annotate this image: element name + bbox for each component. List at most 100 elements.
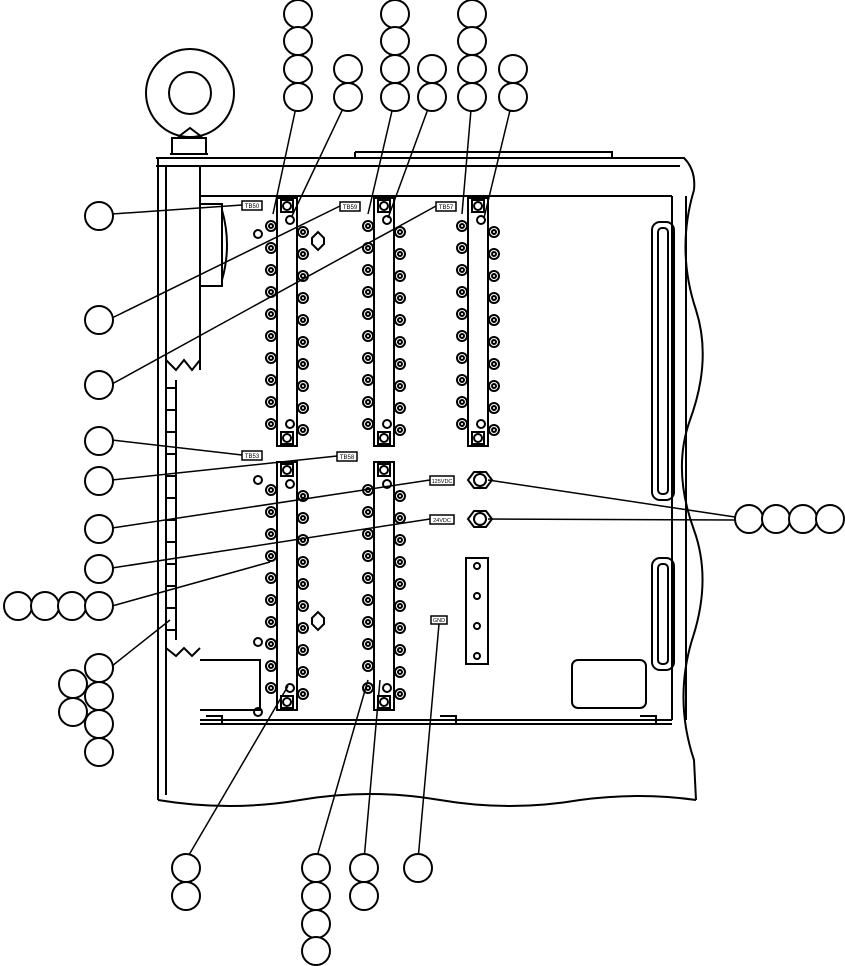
terminal-screw-right-center bbox=[300, 317, 306, 323]
terminal-screw-right bbox=[297, 556, 309, 568]
terminal-screw-left-center bbox=[459, 333, 465, 339]
terminal-screw-left bbox=[456, 330, 468, 342]
terminal-screw-left bbox=[362, 682, 374, 694]
terminal-screw-left-center bbox=[268, 509, 274, 515]
terminal-screw-left-center bbox=[365, 575, 371, 581]
terminal-screw-left bbox=[265, 308, 277, 320]
terminal-screw-right bbox=[488, 402, 500, 414]
terminal-screw-left bbox=[456, 418, 468, 430]
terminal-screw-right-center bbox=[300, 229, 306, 235]
terminal-screw-right-center bbox=[397, 625, 403, 631]
terminal-slot-screw bbox=[285, 215, 295, 225]
terminal-screw-right bbox=[297, 424, 309, 436]
callout-circles bbox=[3, 0, 845, 966]
terminal-blocks bbox=[265, 197, 500, 711]
terminal-screw-right bbox=[488, 380, 500, 392]
callout-circle bbox=[84, 514, 114, 544]
terminal-screw-left bbox=[265, 396, 277, 408]
terminal-screw-right bbox=[297, 578, 309, 590]
terminal-screw-right-center bbox=[397, 383, 403, 389]
terminal-screw-left-center bbox=[268, 421, 274, 427]
terminal-screw-left bbox=[456, 286, 468, 298]
terminal-screw-right-center bbox=[491, 229, 497, 235]
terminal-screw-right bbox=[488, 270, 500, 282]
callout-circle bbox=[349, 881, 379, 911]
terminal-strip bbox=[276, 461, 298, 711]
terminal-screw-right bbox=[297, 666, 309, 678]
terminal-screw-right-center bbox=[397, 361, 403, 367]
terminal-screw-right-center bbox=[300, 669, 306, 675]
terminal-screw-right-center bbox=[300, 647, 306, 653]
terminal-screw-left bbox=[362, 528, 374, 540]
callout-circle bbox=[333, 54, 363, 84]
terminal-screw-right-center bbox=[397, 427, 403, 433]
terminal-screw-right-center bbox=[397, 493, 403, 499]
callout-circle bbox=[788, 504, 818, 534]
callout-circle bbox=[417, 82, 447, 112]
terminal-screw-right bbox=[297, 534, 309, 546]
terminal-screw-left bbox=[362, 264, 374, 276]
terminal-screw-left-center bbox=[268, 685, 274, 691]
terminal-end-screw bbox=[282, 697, 292, 707]
terminal-end-screw bbox=[379, 697, 389, 707]
callout-circle bbox=[301, 936, 331, 966]
mount-screw bbox=[253, 475, 263, 485]
terminal-screw-left bbox=[265, 220, 277, 232]
terminal-screw-left bbox=[265, 638, 277, 650]
terminal-screw-left bbox=[265, 352, 277, 364]
terminal-screw-left-center bbox=[268, 619, 274, 625]
terminal-screw-left bbox=[362, 330, 374, 342]
terminal-screw-left bbox=[456, 374, 468, 386]
terminal-screw-right-center bbox=[491, 405, 497, 411]
terminal-screw-right bbox=[394, 292, 406, 304]
terminal-screw-left bbox=[265, 418, 277, 430]
terminal-screw-left bbox=[362, 396, 374, 408]
callout-circle bbox=[57, 591, 87, 621]
terminal-screw-right bbox=[297, 402, 309, 414]
callout-circle bbox=[283, 82, 313, 112]
terminal-screw-left bbox=[265, 550, 277, 562]
ground-bar-hole bbox=[473, 622, 481, 630]
terminal-screw-right bbox=[297, 644, 309, 656]
terminal-screw-right bbox=[394, 490, 406, 502]
callout-circle bbox=[58, 669, 88, 699]
terminal-screw-left-center bbox=[268, 289, 274, 295]
terminal-screw-left bbox=[362, 352, 374, 364]
terminal-screw-right bbox=[394, 578, 406, 590]
terminal-screw-right bbox=[394, 600, 406, 612]
terminal-screw-left bbox=[362, 660, 374, 672]
terminal-end-screw bbox=[379, 201, 389, 211]
terminal-screw-left-center bbox=[459, 267, 465, 273]
mount-screw bbox=[253, 229, 263, 239]
terminal-screw-left-center bbox=[268, 333, 274, 339]
terminal-screw-right-center bbox=[491, 427, 497, 433]
callout-circle bbox=[58, 697, 88, 727]
terminal-screw-right bbox=[297, 688, 309, 700]
terminal-screw-right-center bbox=[397, 691, 403, 697]
terminal-screw-left-center bbox=[268, 223, 274, 229]
terminal-screw-right-center bbox=[491, 295, 497, 301]
terminal-screw-left bbox=[265, 484, 277, 496]
ground-bar bbox=[465, 557, 489, 665]
terminal-screw-left bbox=[265, 242, 277, 254]
terminal-screw-right-center bbox=[397, 273, 403, 279]
terminal-screw-right bbox=[297, 292, 309, 304]
terminal-screw-right-center bbox=[300, 361, 306, 367]
terminal-block bbox=[456, 197, 500, 447]
callout-circle bbox=[30, 591, 60, 621]
terminal-end-cap bbox=[377, 431, 391, 445]
terminal-screw-left-center bbox=[365, 509, 371, 515]
callout-circle bbox=[84, 305, 114, 335]
leader-lines bbox=[111, 97, 736, 861]
terminal-slot-screw bbox=[382, 683, 392, 693]
terminal-screw-left-center bbox=[459, 311, 465, 317]
terminal-screw-right bbox=[488, 248, 500, 260]
callout-circle bbox=[301, 909, 331, 939]
terminal-screw-left bbox=[265, 594, 277, 606]
terminal-screw-right bbox=[488, 292, 500, 304]
terminal-screw-left bbox=[265, 506, 277, 518]
terminal-screw-right bbox=[488, 314, 500, 326]
callout-circle bbox=[84, 426, 114, 456]
terminal-screw-left-center bbox=[365, 619, 371, 625]
terminal-screw-left-center bbox=[268, 399, 274, 405]
